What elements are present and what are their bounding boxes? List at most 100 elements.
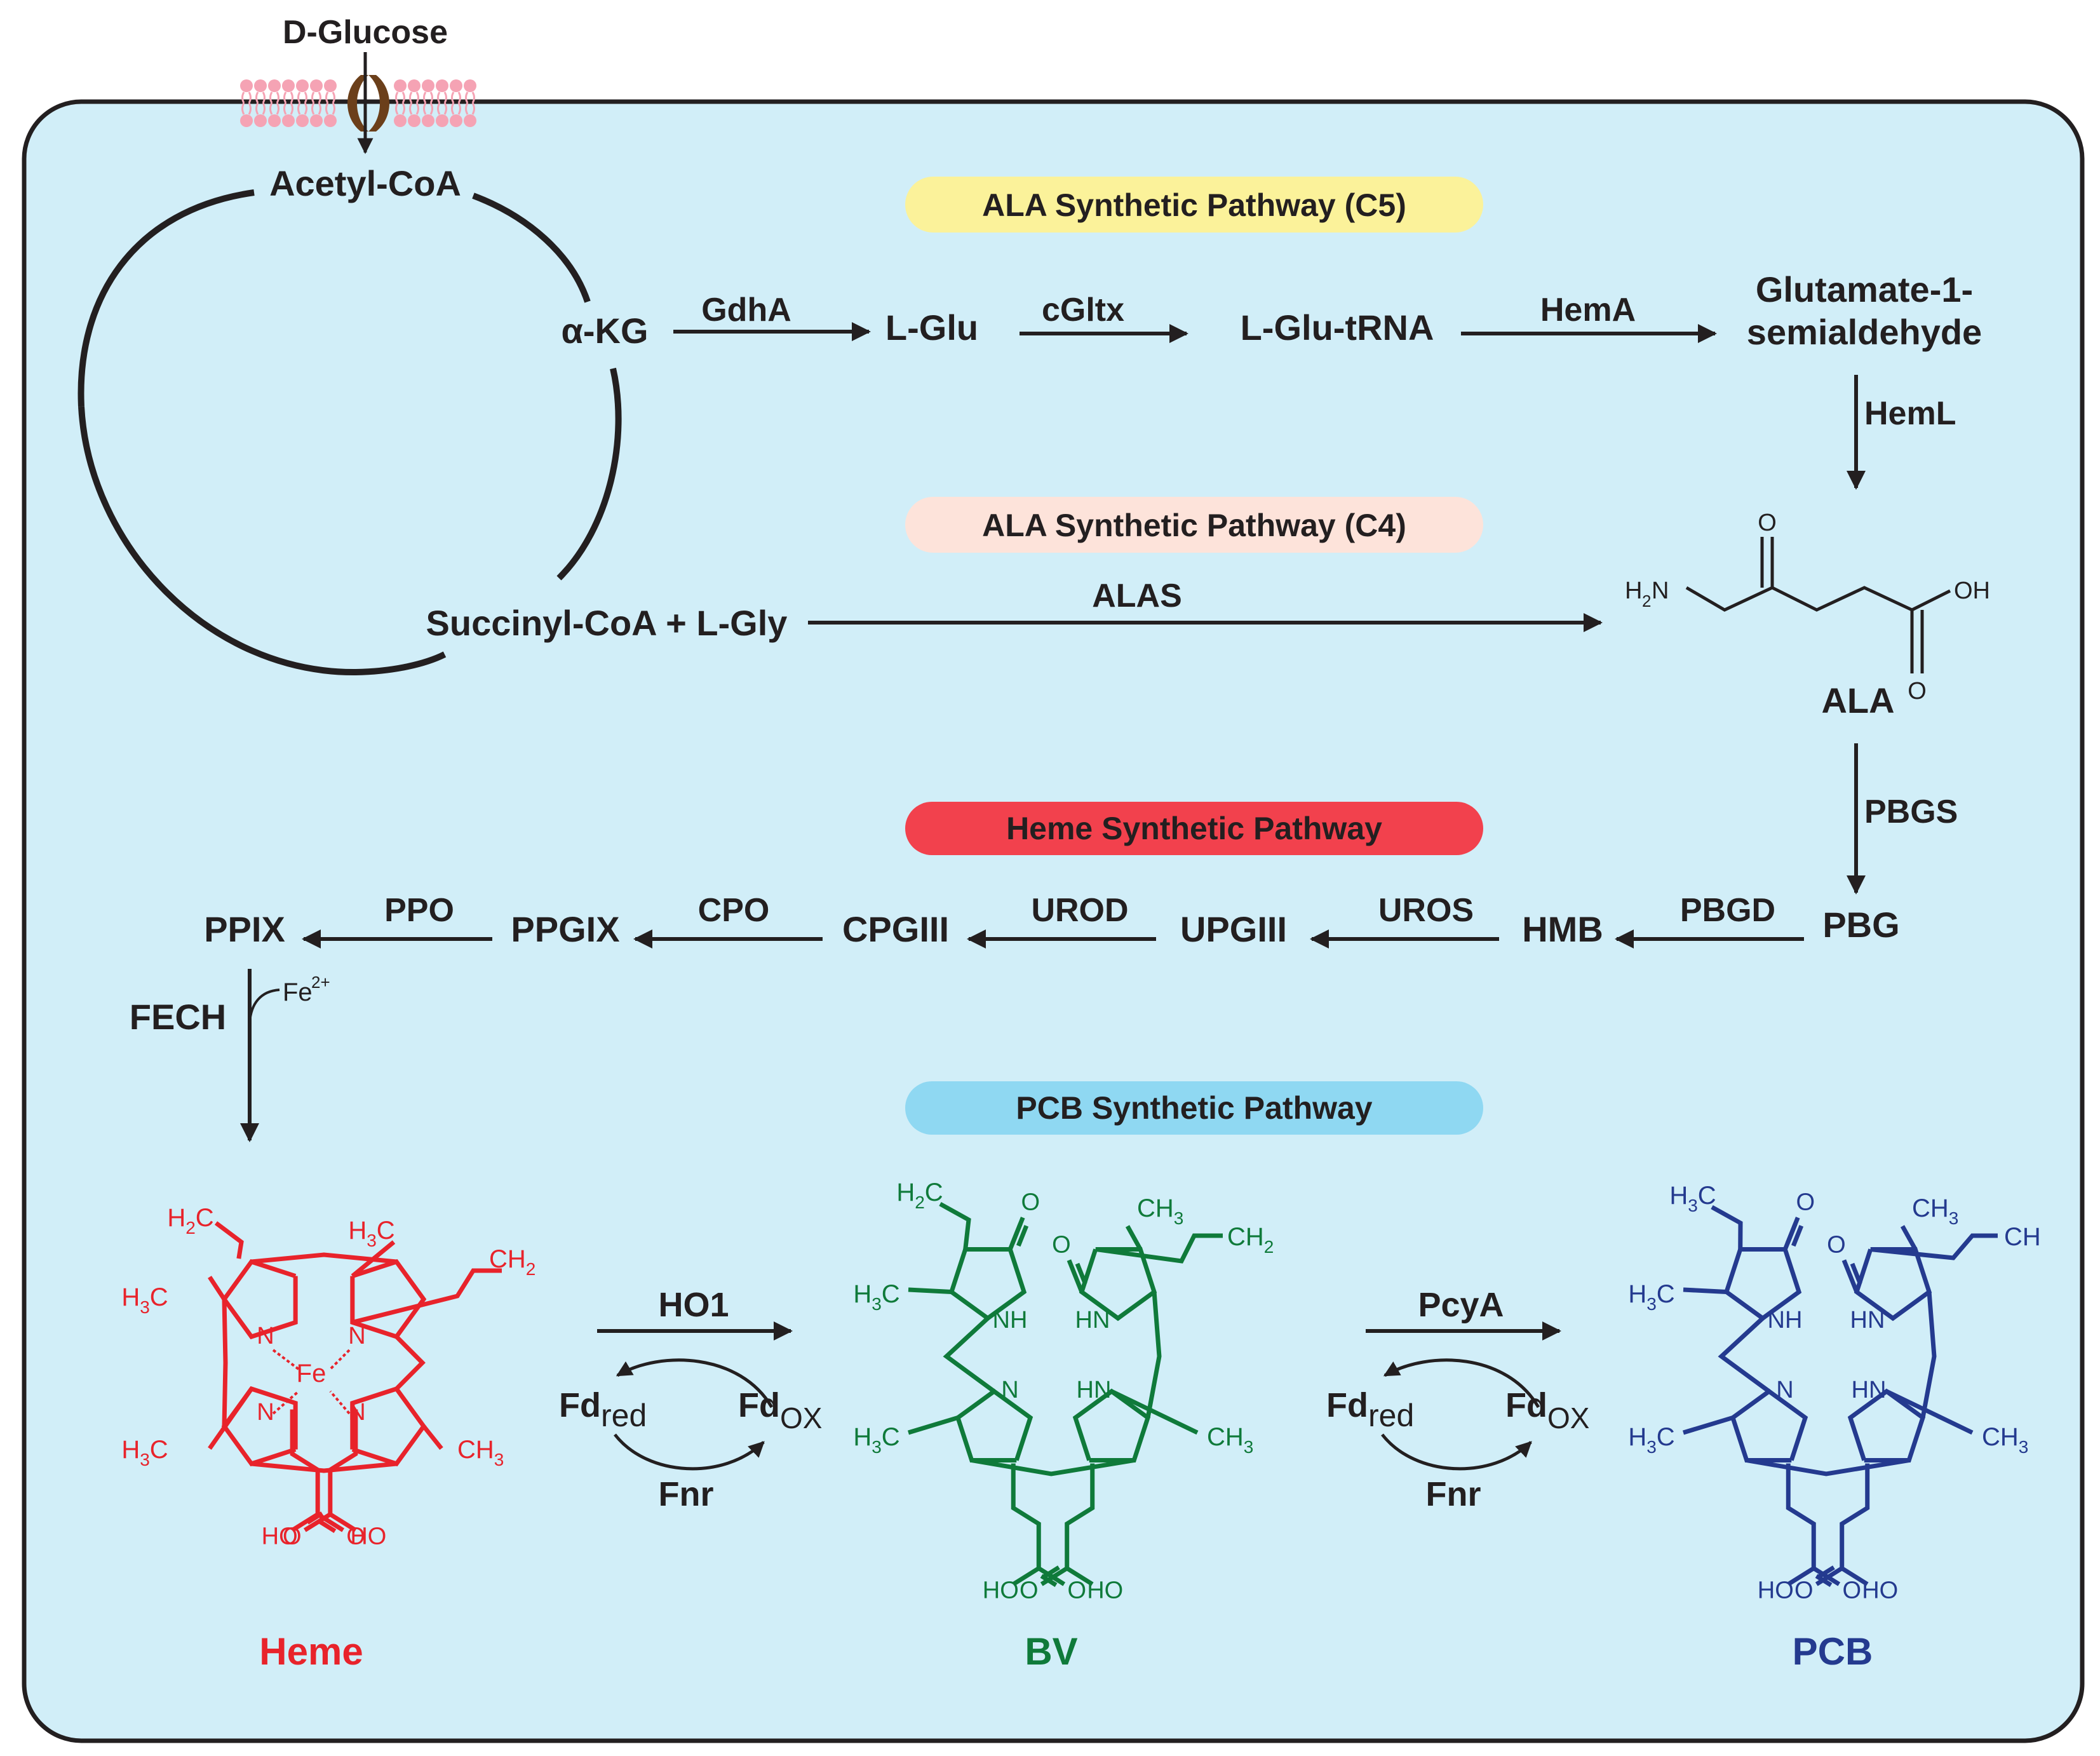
svg-text:N: N	[1776, 1377, 1793, 1403]
l-glu-trna-label: L-Glu-tRNA	[1241, 307, 1434, 348]
cell-boundary	[22, 99, 2085, 1743]
glucose-label: D-Glucose	[283, 14, 448, 51]
svg-text:H3C: H3C	[1669, 1182, 1716, 1215]
svg-text:O: O	[1842, 1577, 1861, 1604]
akg-label: α-KG	[561, 311, 648, 351]
svg-text:H3C: H3C	[1628, 1423, 1674, 1457]
cgltx-label: cGltx	[1042, 292, 1124, 328]
svg-text:H: H	[1625, 577, 1642, 604]
alas-label: ALAS	[1092, 577, 1182, 614]
cell-membrane	[240, 79, 476, 127]
glucose-transporter-icon	[347, 75, 389, 132]
tca-cycle-arc-right-top	[472, 192, 591, 303]
svg-text:O: O	[1052, 1232, 1071, 1259]
pill-c5-label: ALA Synthetic Pathway (C5)	[982, 187, 1406, 223]
svg-text:2: 2	[1642, 591, 1651, 611]
tca-cycle-arc-top	[77, 189, 255, 407]
pill-pcb-label: PCB Synthetic Pathway	[1016, 1090, 1372, 1126]
svg-text:CH3: CH3	[1912, 1194, 1958, 1228]
svg-text:HO: HO	[262, 1523, 298, 1550]
uros-label: UROS	[1378, 892, 1474, 929]
gsa-label-line2: semialdehyde	[1747, 312, 1982, 352]
svg-text:CH: CH	[2004, 1223, 2041, 1251]
urod-label: UROD	[1031, 892, 1128, 929]
ppgix-label: PPGIX	[511, 909, 619, 949]
fd-red-label-2: Fdred	[1326, 1386, 1414, 1433]
pill-heme-label: Heme Synthetic Pathway	[1006, 811, 1382, 846]
ppo-label: PPO	[384, 892, 454, 929]
heml-label: HemL	[1864, 395, 1956, 432]
pcya-label: PcyA	[1418, 1286, 1504, 1324]
svg-text:O: O	[283, 1523, 302, 1550]
pcb-label: PCB	[1793, 1630, 1873, 1673]
svg-text:N: N	[348, 1323, 365, 1349]
pbg-label: PBG	[1822, 905, 1899, 945]
svg-text:N: N	[257, 1399, 274, 1426]
fe-charge: 2+	[311, 973, 330, 992]
svg-text:O: O	[1021, 1189, 1040, 1215]
cpgiii-label: CPGIII	[842, 909, 949, 949]
fd-ox-label-2: FdOX	[1505, 1386, 1589, 1435]
l-glu-label: L-Glu	[885, 307, 978, 348]
svg-text:HO: HO	[350, 1523, 386, 1550]
svg-text:HO: HO	[983, 1577, 1019, 1604]
svg-text:H3C: H3C	[853, 1280, 899, 1314]
fech-label: FECH	[130, 997, 226, 1037]
svg-text:HN: HN	[1852, 1377, 1887, 1403]
svg-text:H3C: H3C	[121, 1436, 168, 1469]
fd-cycle-arc-bottom-2	[1381, 1433, 1532, 1471]
fd-cycle-arc-top-2	[1383, 1358, 1540, 1408]
svg-text:NH: NH	[1768, 1307, 1803, 1334]
fd-cycle-arc-bottom-1	[614, 1433, 765, 1471]
svg-text:HO: HO	[1087, 1577, 1123, 1604]
svg-text:OH: OH	[1954, 577, 1990, 604]
svg-text:H3C: H3C	[348, 1217, 394, 1250]
fnr-label-2: Fnr	[1426, 1475, 1481, 1513]
fe-label: Fe	[283, 978, 313, 1006]
svg-text:H2C: H2C	[896, 1179, 943, 1212]
acetyl-coa-label: Acetyl-CoA	[269, 163, 461, 203]
svg-text:CH3: CH3	[1982, 1423, 2028, 1457]
svg-text:CH3: CH3	[1207, 1423, 1253, 1457]
fd-red-label-1: Fdred	[559, 1386, 647, 1433]
cpo-label: CPO	[698, 892, 770, 929]
svg-text:H3C: H3C	[121, 1283, 168, 1317]
svg-text:H2C: H2C	[167, 1204, 213, 1238]
pill-c5	[905, 177, 1483, 233]
svg-text:HN: HN	[1850, 1307, 1885, 1334]
svg-text:H3C: H3C	[853, 1423, 899, 1457]
svg-text:CH2: CH2	[1227, 1223, 1274, 1257]
gsa-label-line1: Glutamate-1-	[1756, 269, 1973, 309]
svg-text:CH3: CH3	[457, 1436, 504, 1469]
pill-c4	[905, 497, 1483, 553]
succinyl-label: Succinyl-CoA + L-Gly	[426, 603, 788, 643]
svg-text:HN: HN	[1075, 1307, 1110, 1334]
svg-text:O: O	[1827, 1232, 1846, 1259]
svg-text:HO: HO	[1758, 1577, 1794, 1604]
ppix-label: PPIX	[204, 909, 285, 949]
svg-text:N: N	[348, 1399, 365, 1426]
tca-cycle-arc-right-bottom	[556, 367, 622, 581]
ho1-label: HO1	[658, 1286, 729, 1324]
svg-text:H3C: H3C	[1628, 1280, 1674, 1314]
svg-text:N: N	[1652, 577, 1669, 604]
fd-cycle-arc-top-1	[616, 1358, 774, 1408]
bv-label: BV	[1025, 1630, 1077, 1673]
fnr-label-1: Fnr	[659, 1475, 714, 1513]
svg-text:O: O	[1020, 1577, 1039, 1604]
svg-text:HO: HO	[1862, 1577, 1898, 1604]
gdha-label: GdhA	[701, 292, 791, 328]
hema-label: HemA	[1540, 292, 1636, 328]
fe-entry-curve	[248, 989, 280, 1023]
upgiii-label: UPGIII	[1180, 909, 1287, 949]
pbgd-label: PBGD	[1680, 892, 1775, 929]
hmb-label: HMB	[1522, 909, 1603, 949]
ala-structure: O O OH H 2 N	[1625, 510, 1990, 705]
heme-label: Heme	[259, 1630, 363, 1673]
pill-heme	[905, 802, 1483, 855]
svg-text:N: N	[1001, 1377, 1018, 1403]
